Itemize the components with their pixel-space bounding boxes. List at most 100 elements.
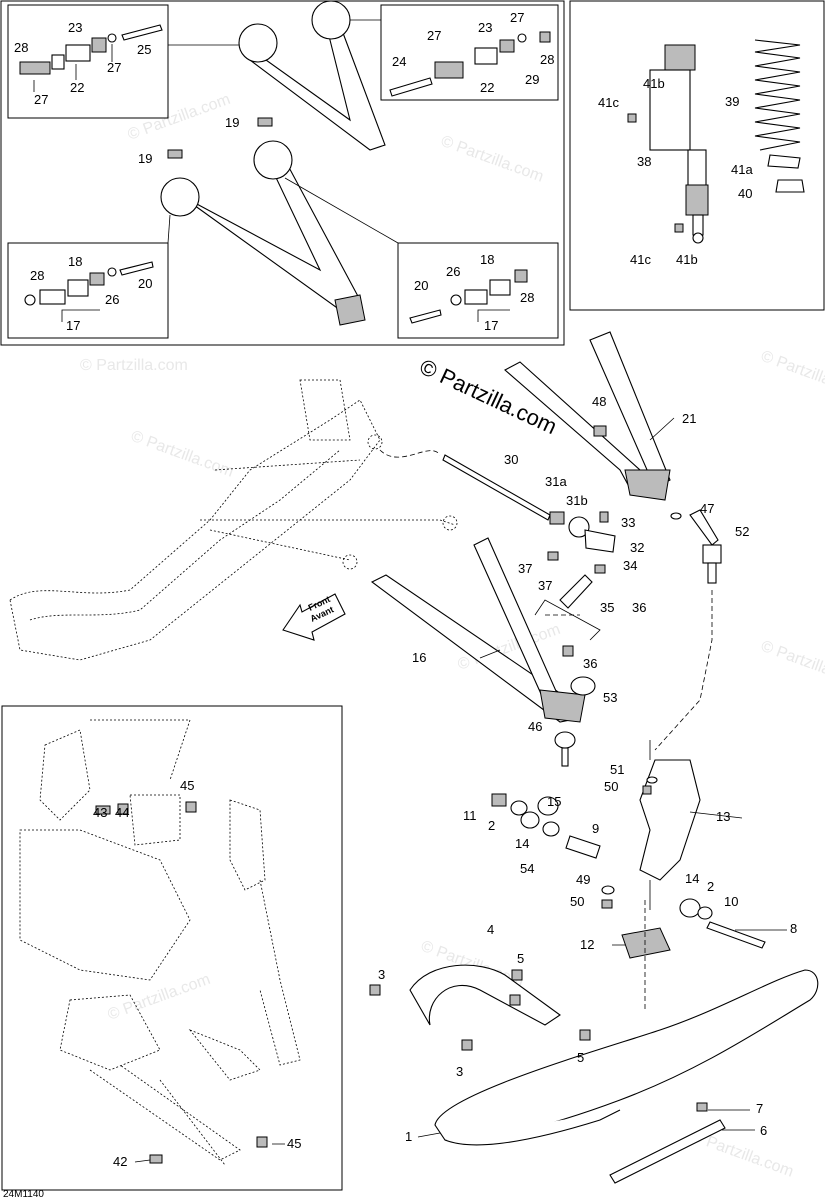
callout-39: 39 bbox=[725, 94, 739, 109]
bushing-shapes bbox=[19, 24, 551, 324]
callout-19: 19 bbox=[225, 115, 239, 130]
watermark-text: © Partzilla.com bbox=[759, 348, 825, 401]
callout-36: 36 bbox=[583, 656, 597, 671]
callout-25: 25 bbox=[137, 42, 151, 57]
callout-5: 5 bbox=[517, 951, 524, 966]
callout-50: 50 bbox=[570, 894, 584, 909]
callout-1: 1 bbox=[405, 1129, 412, 1144]
bushing-inset-lower-right bbox=[397, 242, 559, 339]
bushing-inset-right bbox=[380, 4, 559, 101]
watermark-text: © Partzilla.com bbox=[129, 428, 236, 481]
callout-22: 22 bbox=[70, 80, 84, 95]
drawing-code: 24M1140 bbox=[3, 1189, 44, 1200]
watermark-text: © Partzilla.com bbox=[106, 971, 213, 1024]
callout-21: 21 bbox=[682, 411, 696, 426]
callout-3: 3 bbox=[378, 967, 385, 982]
panel-border bbox=[1, 705, 343, 1191]
callout-50: 50 bbox=[604, 779, 618, 794]
bushing-inset-left bbox=[7, 4, 169, 119]
callout-43: 43 bbox=[93, 805, 107, 820]
callout-29: 29 bbox=[525, 72, 539, 87]
callout-23: 23 bbox=[68, 20, 82, 35]
callout-17: 17 bbox=[66, 318, 80, 333]
callout-35: 35 bbox=[600, 600, 614, 615]
watermark-text: © Partzilla.com bbox=[80, 357, 188, 374]
upper-arm-panel: 28 23 25 27 22 27 27 23 27 24 22 29 28 1… bbox=[0, 0, 565, 346]
callout-37: 37 bbox=[518, 561, 532, 576]
watermark-text: © Partzilla.com bbox=[759, 638, 825, 691]
callout-45: 45 bbox=[180, 778, 194, 793]
callout-26: 26 bbox=[105, 292, 119, 307]
callout-52: 52 bbox=[735, 524, 749, 539]
callout-7: 7 bbox=[756, 1101, 763, 1116]
callout-28: 28 bbox=[14, 40, 28, 55]
callout-36: 36 bbox=[632, 600, 646, 615]
callout-54: 54 bbox=[520, 861, 534, 876]
callout-34: 34 bbox=[623, 558, 637, 573]
callout-28: 28 bbox=[540, 52, 554, 67]
callout-45: 45 bbox=[287, 1136, 301, 1151]
callout-5: 5 bbox=[577, 1050, 584, 1065]
front-suspension-drawing bbox=[370, 331, 766, 1010]
callout-42: 42 bbox=[113, 1154, 127, 1169]
spring-drawing bbox=[754, 39, 805, 193]
callout-19: 19 bbox=[138, 151, 152, 166]
callout-51: 51 bbox=[610, 762, 624, 777]
callout-41c: 41c bbox=[598, 95, 619, 110]
callout-41c: 41c bbox=[630, 252, 651, 267]
callout-26: 26 bbox=[446, 264, 460, 279]
callout-27: 27 bbox=[427, 28, 441, 43]
frame-panel: 45 43 44 42 45 bbox=[1, 705, 343, 1191]
callout-30: 30 bbox=[504, 452, 518, 467]
upper-a-arm-drawing bbox=[160, 0, 399, 326]
callout-40: 40 bbox=[738, 186, 752, 201]
callout-22: 22 bbox=[480, 80, 494, 95]
callout-14: 14 bbox=[685, 871, 699, 886]
callout-3: 3 bbox=[456, 1064, 463, 1079]
callout-41a: 41a bbox=[731, 162, 753, 177]
frame-assembly-drawing bbox=[19, 719, 301, 1166]
callout-17: 17 bbox=[484, 318, 498, 333]
callout-14: 14 bbox=[515, 836, 529, 851]
callout-6: 6 bbox=[760, 1123, 767, 1138]
callout-49: 49 bbox=[576, 872, 590, 887]
shock-drawing bbox=[627, 44, 709, 244]
callout-12: 12 bbox=[580, 937, 594, 952]
callout-18: 18 bbox=[68, 254, 82, 269]
panel-border bbox=[569, 0, 825, 311]
callout-41b: 41b bbox=[676, 252, 698, 267]
callout-32: 32 bbox=[630, 540, 644, 555]
watermark-text: © Partzilla.com bbox=[439, 133, 546, 186]
callout-48: 48 bbox=[592, 394, 606, 409]
callout-47: 47 bbox=[700, 501, 714, 516]
callout-28: 28 bbox=[520, 290, 534, 305]
callout-27: 27 bbox=[34, 92, 48, 107]
callout-33: 33 bbox=[621, 515, 635, 530]
callout-41b: 41b bbox=[643, 76, 665, 91]
callout-37: 37 bbox=[538, 578, 552, 593]
callout-20: 20 bbox=[414, 278, 428, 293]
shock-panel: 41b 41c 39 38 41a 40 41c 41b bbox=[569, 0, 825, 311]
front-direction-arrow: Front Avant bbox=[282, 593, 346, 641]
callout-10: 10 bbox=[724, 894, 738, 909]
callout-20: 20 bbox=[138, 276, 152, 291]
upper-arm-callouts: 28 23 25 27 22 27 27 23 27 24 22 29 28 1… bbox=[14, 10, 554, 333]
callout-53: 53 bbox=[603, 690, 617, 705]
callout-31a: 31a bbox=[545, 474, 567, 489]
bushing-inset-lower-left bbox=[7, 242, 169, 339]
panel-border bbox=[0, 0, 565, 346]
callout-18: 18 bbox=[480, 252, 494, 267]
callout-11: 11 bbox=[463, 808, 477, 823]
watermark-text: © Partzilla.com bbox=[126, 91, 233, 144]
callout-16: 16 bbox=[412, 650, 426, 665]
callout-23: 23 bbox=[478, 20, 492, 35]
callout-38: 38 bbox=[637, 154, 651, 169]
callout-27: 27 bbox=[510, 10, 524, 25]
callout-44: 44 bbox=[115, 805, 129, 820]
callout-2: 2 bbox=[488, 818, 495, 833]
callout-15: 15 bbox=[547, 794, 561, 809]
callout-24: 24 bbox=[392, 54, 406, 69]
callout-13: 13 bbox=[716, 809, 730, 824]
callout-9: 9 bbox=[592, 821, 599, 836]
